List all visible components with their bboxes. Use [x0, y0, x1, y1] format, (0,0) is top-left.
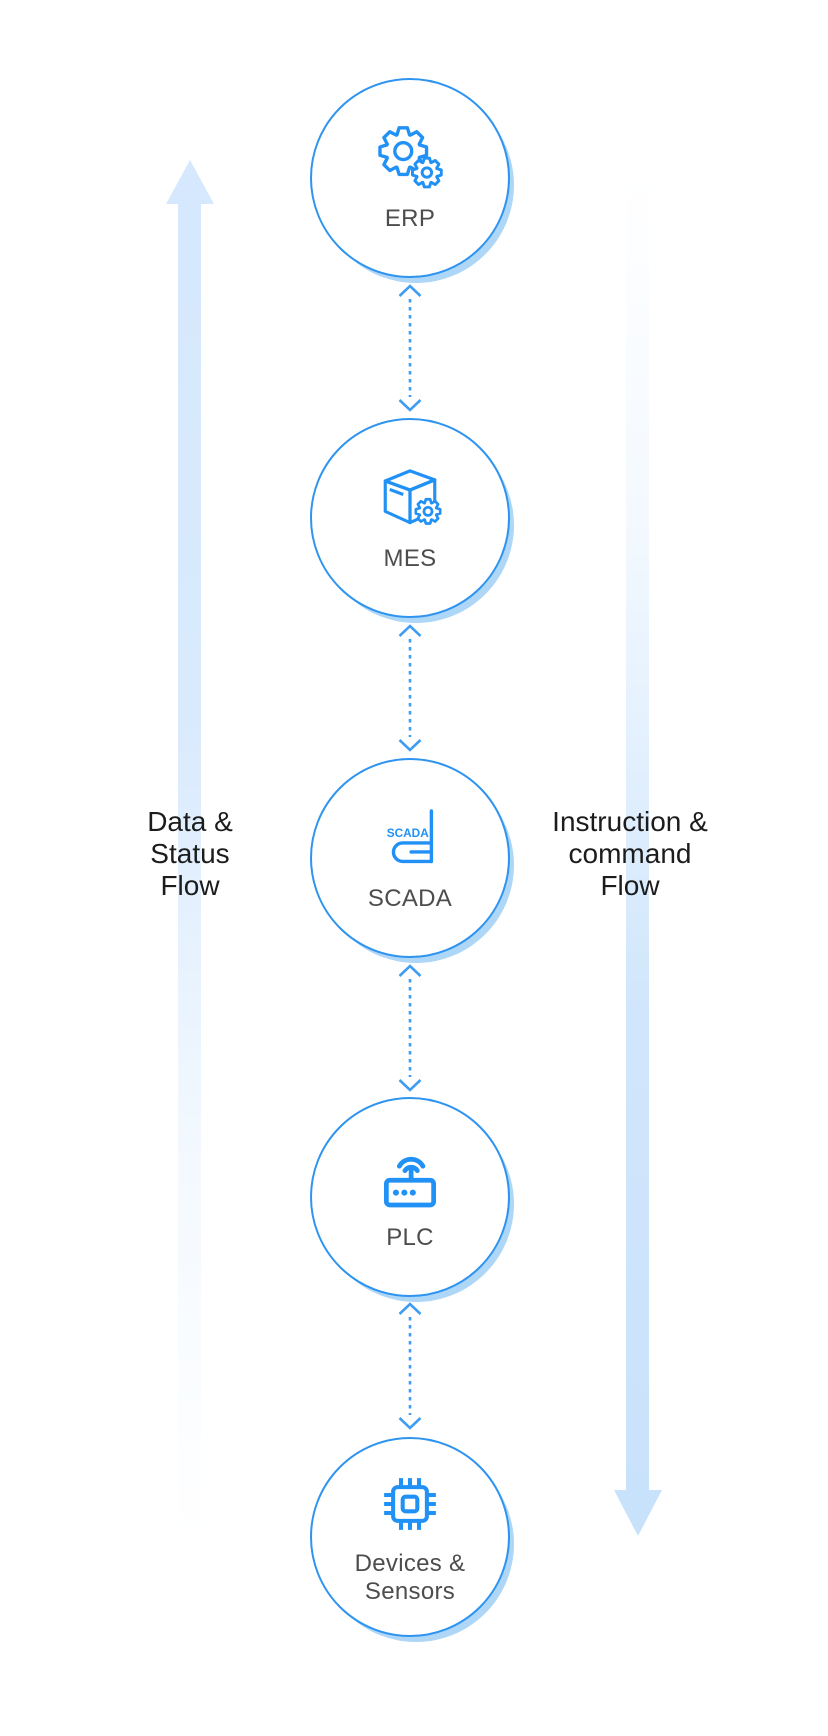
node-label: Devices & Sensors	[354, 1550, 466, 1605]
node-label: ERP	[384, 205, 436, 232]
data-status-flow-caption: Data & Status Flow	[80, 806, 300, 902]
wireless-router-icon	[384, 1156, 436, 1208]
caption-line: Data &	[147, 806, 233, 837]
dashed-connector	[398, 284, 422, 412]
scada-display-icon: SCADA	[387, 809, 434, 864]
node-mes: MES	[310, 418, 510, 618]
caption-line: Flow	[600, 870, 660, 901]
node-devices-sensors: Devices & Sensors	[310, 1437, 510, 1637]
node-label: SCADA	[367, 885, 453, 912]
node-label: PLC	[386, 1224, 434, 1251]
dashed-connector	[398, 964, 422, 1092]
dashed-connector	[398, 1302, 422, 1430]
caption-line: Flow	[160, 870, 220, 901]
down-arrow-shaft	[626, 172, 649, 1492]
instruction-command-flow-caption: Instruction & command Flow	[520, 806, 740, 902]
caption-line: Instruction &	[552, 806, 708, 837]
down-arrow-icon	[614, 1490, 662, 1536]
scada-icon-text: SCADA	[387, 826, 429, 840]
node-label: MES	[383, 545, 437, 572]
up-arrow-shaft	[178, 202, 201, 1542]
caption-line: command	[568, 838, 692, 869]
chip-icon	[384, 1478, 436, 1530]
node-scada: SCADA SCADA	[310, 758, 510, 958]
dashed-connector	[398, 624, 422, 752]
caption-line: Status	[150, 838, 230, 869]
up-arrow-icon	[166, 160, 214, 204]
box-gear-icon	[383, 469, 442, 525]
node-plc: PLC	[310, 1097, 510, 1297]
gears-icon	[378, 126, 443, 189]
node-erp: ERP	[310, 78, 510, 278]
